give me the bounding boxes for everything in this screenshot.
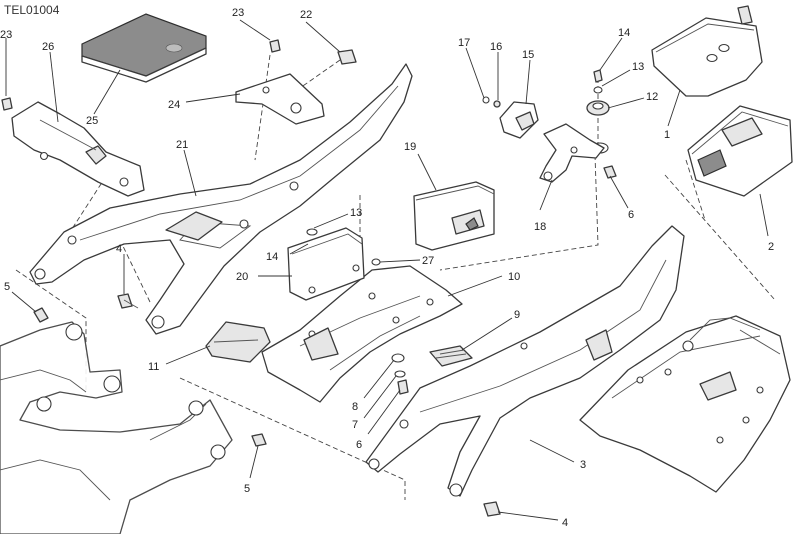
electrical-mounting-plate <box>579 315 791 493</box>
part-21-rear-subframe <box>29 63 413 335</box>
part-11-heat-shield <box>205 321 271 363</box>
callout-6: 6 <box>628 209 634 221</box>
part-19-control-module <box>413 181 495 251</box>
callout-18: 18 <box>534 221 546 233</box>
part-5-bolt <box>33 307 267 447</box>
callout-6: 6 <box>356 439 362 451</box>
part-12-grommet <box>586 100 610 116</box>
part-26-side-bracket <box>11 101 145 197</box>
callout-3: 3 <box>580 459 586 471</box>
callout-13: 13 <box>350 207 362 219</box>
callout-14: 14 <box>618 27 630 39</box>
callout-23: 23 <box>232 7 244 19</box>
callout-23: 23 <box>0 29 12 41</box>
part-2-ecu <box>687 105 793 197</box>
callout-27: 27 <box>422 255 434 267</box>
part-16-17-nut-washer <box>482 96 501 108</box>
part-10-undertray <box>261 265 463 403</box>
part-18-sensor-bracket <box>539 123 605 183</box>
callout-2: 2 <box>768 241 774 253</box>
callout-5: 5 <box>244 483 250 495</box>
callout-7: 7 <box>352 419 358 431</box>
part-23-bolts <box>1 38 281 111</box>
main-frame-section <box>0 321 233 534</box>
callout-25: 25 <box>86 115 98 127</box>
callout-22: 22 <box>300 9 312 21</box>
part-24-mounting-plate <box>235 73 325 125</box>
part-20-relay-holder <box>287 227 365 301</box>
callout-5: 5 <box>4 281 10 293</box>
callout-11: 11 <box>148 361 159 373</box>
callout-4: 4 <box>116 243 122 255</box>
part-15-sensor <box>499 101 539 139</box>
callout-13: 13 <box>632 61 644 73</box>
callout-17: 17 <box>458 37 470 49</box>
callout-10: 10 <box>508 271 520 283</box>
assembly-dash-lines <box>15 54 776 500</box>
callout-16: 16 <box>490 41 502 53</box>
callout-24: 24 <box>168 99 180 111</box>
parts-6-7-8-washers <box>306 228 409 395</box>
callout-4: 4 <box>562 517 568 529</box>
callout-14: 14 <box>266 251 278 263</box>
callout-1: 1 <box>664 129 670 141</box>
callout-20: 20 <box>236 271 248 283</box>
part-9-connector <box>429 345 473 367</box>
leader-lines <box>11 19 769 521</box>
callout-19: 19 <box>404 141 416 153</box>
part-3-rear-frame-arm <box>365 225 685 497</box>
callout-labels: 23 26 25 23 22 24 21 17 16 15 14 13 12 1… <box>0 7 774 529</box>
callout-8: 8 <box>352 401 358 413</box>
part-22-clip <box>337 49 357 65</box>
callout-15: 15 <box>522 49 534 61</box>
part-1-ecu-cover <box>651 5 763 97</box>
callout-9: 9 <box>514 309 520 321</box>
callout-26: 26 <box>42 41 54 53</box>
callout-21: 21 <box>176 139 188 151</box>
part-25-owner-manual <box>81 13 207 83</box>
part-4-bolt <box>117 293 501 517</box>
callout-12: 12 <box>646 91 658 103</box>
drawing-reference-code: TEL01004 <box>4 3 60 17</box>
part-13-14-spacers <box>591 69 617 179</box>
